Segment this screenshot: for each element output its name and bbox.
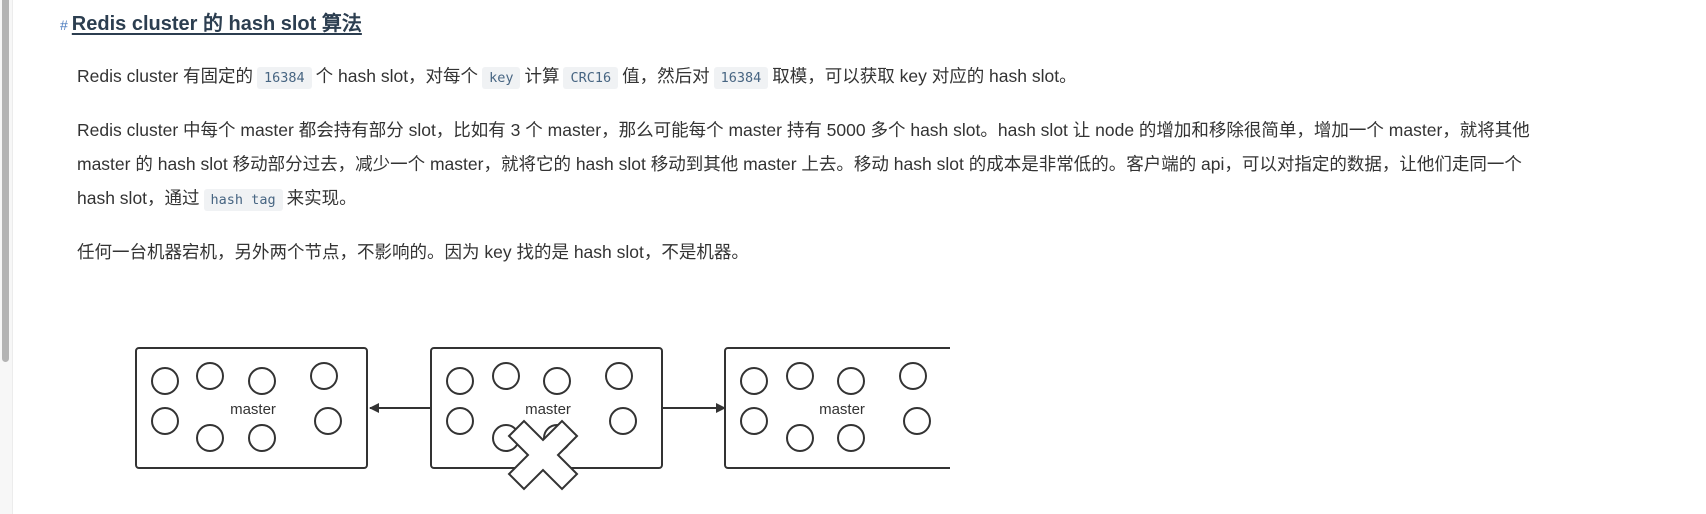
master-label: master <box>230 401 276 418</box>
text-segment: hash slot，通过 <box>77 188 200 208</box>
master-node-right: master <box>724 347 950 469</box>
text-segment: 取模，可以获取 key 对应的 hash slot。 <box>772 66 1077 86</box>
heading-anchor-link[interactable]: # <box>60 17 68 33</box>
master-label: master <box>819 401 865 418</box>
text-segment: 计算 <box>524 66 560 86</box>
paragraph-failover: 任何一台机器宕机，另外两个节点，不影响的。因为 key 找的是 hash slo… <box>77 235 749 269</box>
slot-circles <box>740 362 931 452</box>
paragraph-slot-distribution: Redis cluster 中每个 master 都会持有部分 slot，比如有… <box>77 113 1530 217</box>
text-segment: Redis cluster 有固定的 <box>77 66 254 86</box>
failure-cross-icon <box>507 419 579 491</box>
text-segment: 任何一台机器宕机，另外两个节点，不影响的。因为 key 找的是 hash slo… <box>77 242 749 262</box>
scrollbar-thumb[interactable] <box>2 0 9 362</box>
inline-code: key <box>482 67 521 89</box>
hash-slot-migration-diagram: master master <box>135 347 950 491</box>
vertical-scrollbar[interactable] <box>0 0 13 514</box>
inline-code: CRC16 <box>563 67 619 89</box>
slot-circles <box>151 362 342 452</box>
text-line: Redis cluster 中每个 master 都会持有部分 slot，比如有… <box>77 120 1530 140</box>
master-label: master <box>525 401 571 418</box>
text-segment: 值，然后对 <box>622 66 710 86</box>
inline-code: hash tag <box>203 189 283 211</box>
master-node-left: master <box>135 347 368 469</box>
master-node-center: master <box>430 347 663 469</box>
inline-code: 16384 <box>257 67 312 89</box>
text-segment: 来实现。 <box>286 188 357 208</box>
text-segment: 个 hash slot，对每个 <box>315 66 479 86</box>
text-line: master 的 hash slot 移动部分过去，减少一个 master，就将… <box>77 154 1522 174</box>
section-heading: #Redis cluster 的 hash slot 算法 <box>60 9 362 40</box>
heading-title: Redis cluster 的 hash slot 算法 <box>71 13 362 35</box>
inline-code: 16384 <box>713 67 769 89</box>
